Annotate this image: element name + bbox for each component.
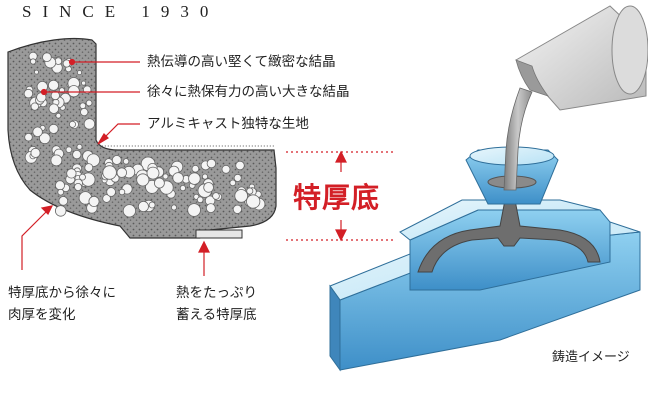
label-heat-line1: 熱をたっぷり — [176, 285, 257, 301]
crystal-bubble — [50, 154, 63, 167]
crystal-bubble — [79, 173, 86, 181]
crystal-bubble — [34, 69, 39, 75]
crystal-bubble — [137, 200, 149, 212]
crystal-bubble — [102, 165, 117, 180]
crystal-bubble — [102, 194, 111, 203]
crystal-bubble — [50, 90, 60, 101]
crystal-bubble — [179, 185, 186, 192]
crystal-bubble — [86, 153, 101, 167]
crystal-bubble — [229, 179, 237, 187]
crystal-bubble — [206, 158, 217, 169]
label-gradual-line2: 肉厚を変化 — [8, 307, 76, 323]
crystal-bubble — [162, 173, 169, 180]
crystal-bubble — [153, 177, 165, 189]
crystal-bubble — [57, 188, 64, 196]
label-small-crystal: 熱伝導の高い堅くて緻密な結晶 — [147, 54, 336, 70]
leader-lines — [21, 58, 396, 276]
crystal-bubble — [233, 173, 242, 182]
crystal-bubble — [83, 118, 96, 130]
crystal-bubble — [79, 102, 87, 110]
crystal-bubble — [42, 52, 52, 62]
crystal-bubble — [246, 187, 254, 195]
crystal-bubble — [85, 99, 93, 107]
crystal-bubble — [23, 88, 34, 99]
crystal-bubble — [111, 155, 122, 165]
label-material: アルミキャスト独特な生地 — [147, 116, 309, 132]
crystal-bubble — [48, 103, 60, 114]
crystal-bubble — [32, 126, 43, 138]
crystal-bubble — [235, 160, 245, 171]
crystal-bubble — [24, 132, 33, 142]
crystal-bubble — [191, 165, 200, 173]
crystal-bubble — [48, 79, 60, 91]
crystal-bubble — [172, 172, 184, 184]
crystal-bubble — [38, 132, 51, 145]
crystal-bubble — [116, 167, 128, 178]
crystal-bubble — [212, 192, 220, 200]
crystal-bubble — [30, 147, 41, 158]
since-heading: SINCE 1930 — [22, 2, 220, 21]
label-gradual-line1: 特厚底から徐々に — [8, 285, 116, 301]
crystal-bubble — [170, 204, 177, 211]
crystal-bubble — [196, 196, 204, 204]
crystal-bubble — [188, 172, 201, 185]
crystal-bubble — [30, 102, 39, 111]
thick-bottom-title: 特厚底 — [293, 181, 381, 214]
crystal-bubble — [74, 182, 83, 191]
crystal-bubble — [55, 205, 67, 217]
crystal-bubble — [81, 80, 87, 86]
pot-cross-section — [7, 37, 277, 239]
crystal-bubble — [148, 201, 156, 209]
crystal-bubble — [69, 120, 77, 128]
crystal-bubble — [187, 203, 201, 217]
casting-caption: 鋳造イメージ — [552, 350, 630, 365]
crystal-bubble — [77, 70, 83, 76]
crystal-bubble — [122, 204, 136, 218]
crystal-bubble — [205, 203, 216, 214]
crystal-bubble — [58, 196, 69, 206]
crystal-bubble — [136, 173, 150, 187]
crystal-bubble — [118, 188, 126, 196]
casting-mold — [329, 5, 648, 372]
crystal-bubble — [65, 146, 73, 154]
crystal-bubble — [234, 189, 249, 203]
crystal-bubble — [201, 173, 208, 180]
crystal-bubble — [67, 85, 80, 98]
label-large-crystal: 徐々に熱保有力の高い大きな結晶 — [147, 84, 350, 100]
crystal-bubble — [246, 194, 261, 209]
crystal-bubble — [66, 168, 77, 179]
crystal-bubble — [72, 150, 82, 160]
crystal-bubble — [122, 158, 130, 165]
crystal-bubble — [203, 182, 214, 193]
crystal-bubble — [232, 204, 242, 214]
crystal-bubble — [80, 108, 89, 117]
crystal-bubble — [221, 164, 231, 174]
crystal-bubble — [76, 143, 83, 150]
crystal-bubble — [55, 180, 66, 191]
crystal-bubble — [48, 123, 59, 134]
label-heat-line2: 蓄える特厚底 — [176, 307, 257, 323]
crystal-bubble — [106, 187, 116, 197]
crystal-bubble — [55, 112, 62, 119]
crystal-bubble — [29, 58, 37, 65]
crystal-bubble — [88, 195, 100, 207]
crystal-bubble — [84, 163, 94, 173]
crystal-bubble — [146, 166, 160, 180]
